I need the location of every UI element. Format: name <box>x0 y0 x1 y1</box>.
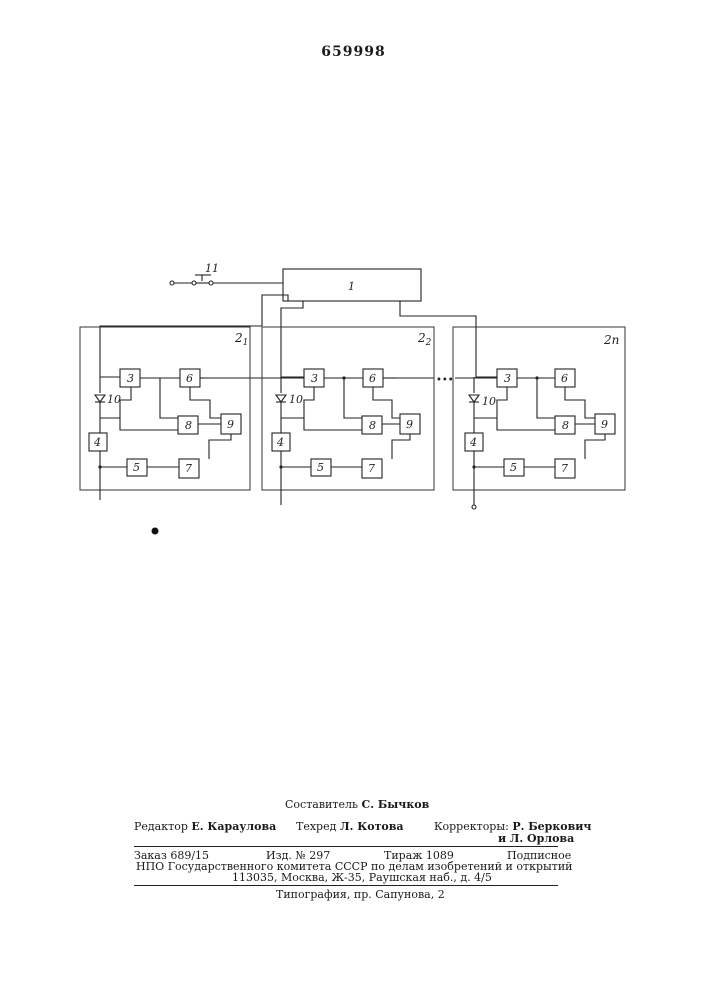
svg-text:7: 7 <box>185 462 192 475</box>
feed-line-n <box>400 301 497 377</box>
svg-text:6: 6 <box>186 372 193 385</box>
svg-text:10: 10 <box>107 393 121 406</box>
unit-2-2: 22 3 6 8 9 4 5 7 10 <box>262 327 434 505</box>
unit-title: 21 <box>234 331 248 348</box>
svg-text:5: 5 <box>317 461 324 474</box>
svg-text:5: 5 <box>133 461 140 474</box>
svg-text:8: 8 <box>562 419 569 432</box>
unit-title: 22 <box>417 331 432 348</box>
svg-text:6: 6 <box>369 372 376 385</box>
svg-text:3: 3 <box>311 372 318 385</box>
svg-text:5: 5 <box>510 461 517 474</box>
svg-text:9: 9 <box>406 418 413 431</box>
svg-text:9: 9 <box>227 418 234 431</box>
unit-2-1: 21 3 6 8 9 4 5 7 10 <box>80 327 250 500</box>
feed-line-2 <box>281 301 304 377</box>
ink-spot <box>152 528 159 535</box>
svg-text:3: 3 <box>127 372 134 385</box>
svg-text:6: 6 <box>561 372 568 385</box>
svg-text:4: 4 <box>469 436 477 449</box>
svg-text:4: 4 <box>93 436 101 449</box>
main-block-label: 1 <box>348 280 355 293</box>
svg-text:3: 3 <box>504 372 511 385</box>
unit-2-n: 2n 3 6 8 9 4 5 7 10 <box>453 327 625 509</box>
svg-text:9: 9 <box>601 418 608 431</box>
svg-text:8: 8 <box>185 419 192 432</box>
svg-text:4: 4 <box>276 436 284 449</box>
svg-text:7: 7 <box>368 462 375 475</box>
switch-11: 11 <box>170 262 283 285</box>
switch-label: 11 <box>205 262 219 275</box>
svg-text:10: 10 <box>482 395 496 408</box>
svg-text:8: 8 <box>369 419 376 432</box>
svg-text:10: 10 <box>289 393 303 406</box>
unit-title: 2n <box>603 333 619 347</box>
svg-text:7: 7 <box>561 462 568 475</box>
main-block-1: 1 <box>283 269 421 301</box>
bus-ellipsis: ••• <box>436 375 454 386</box>
